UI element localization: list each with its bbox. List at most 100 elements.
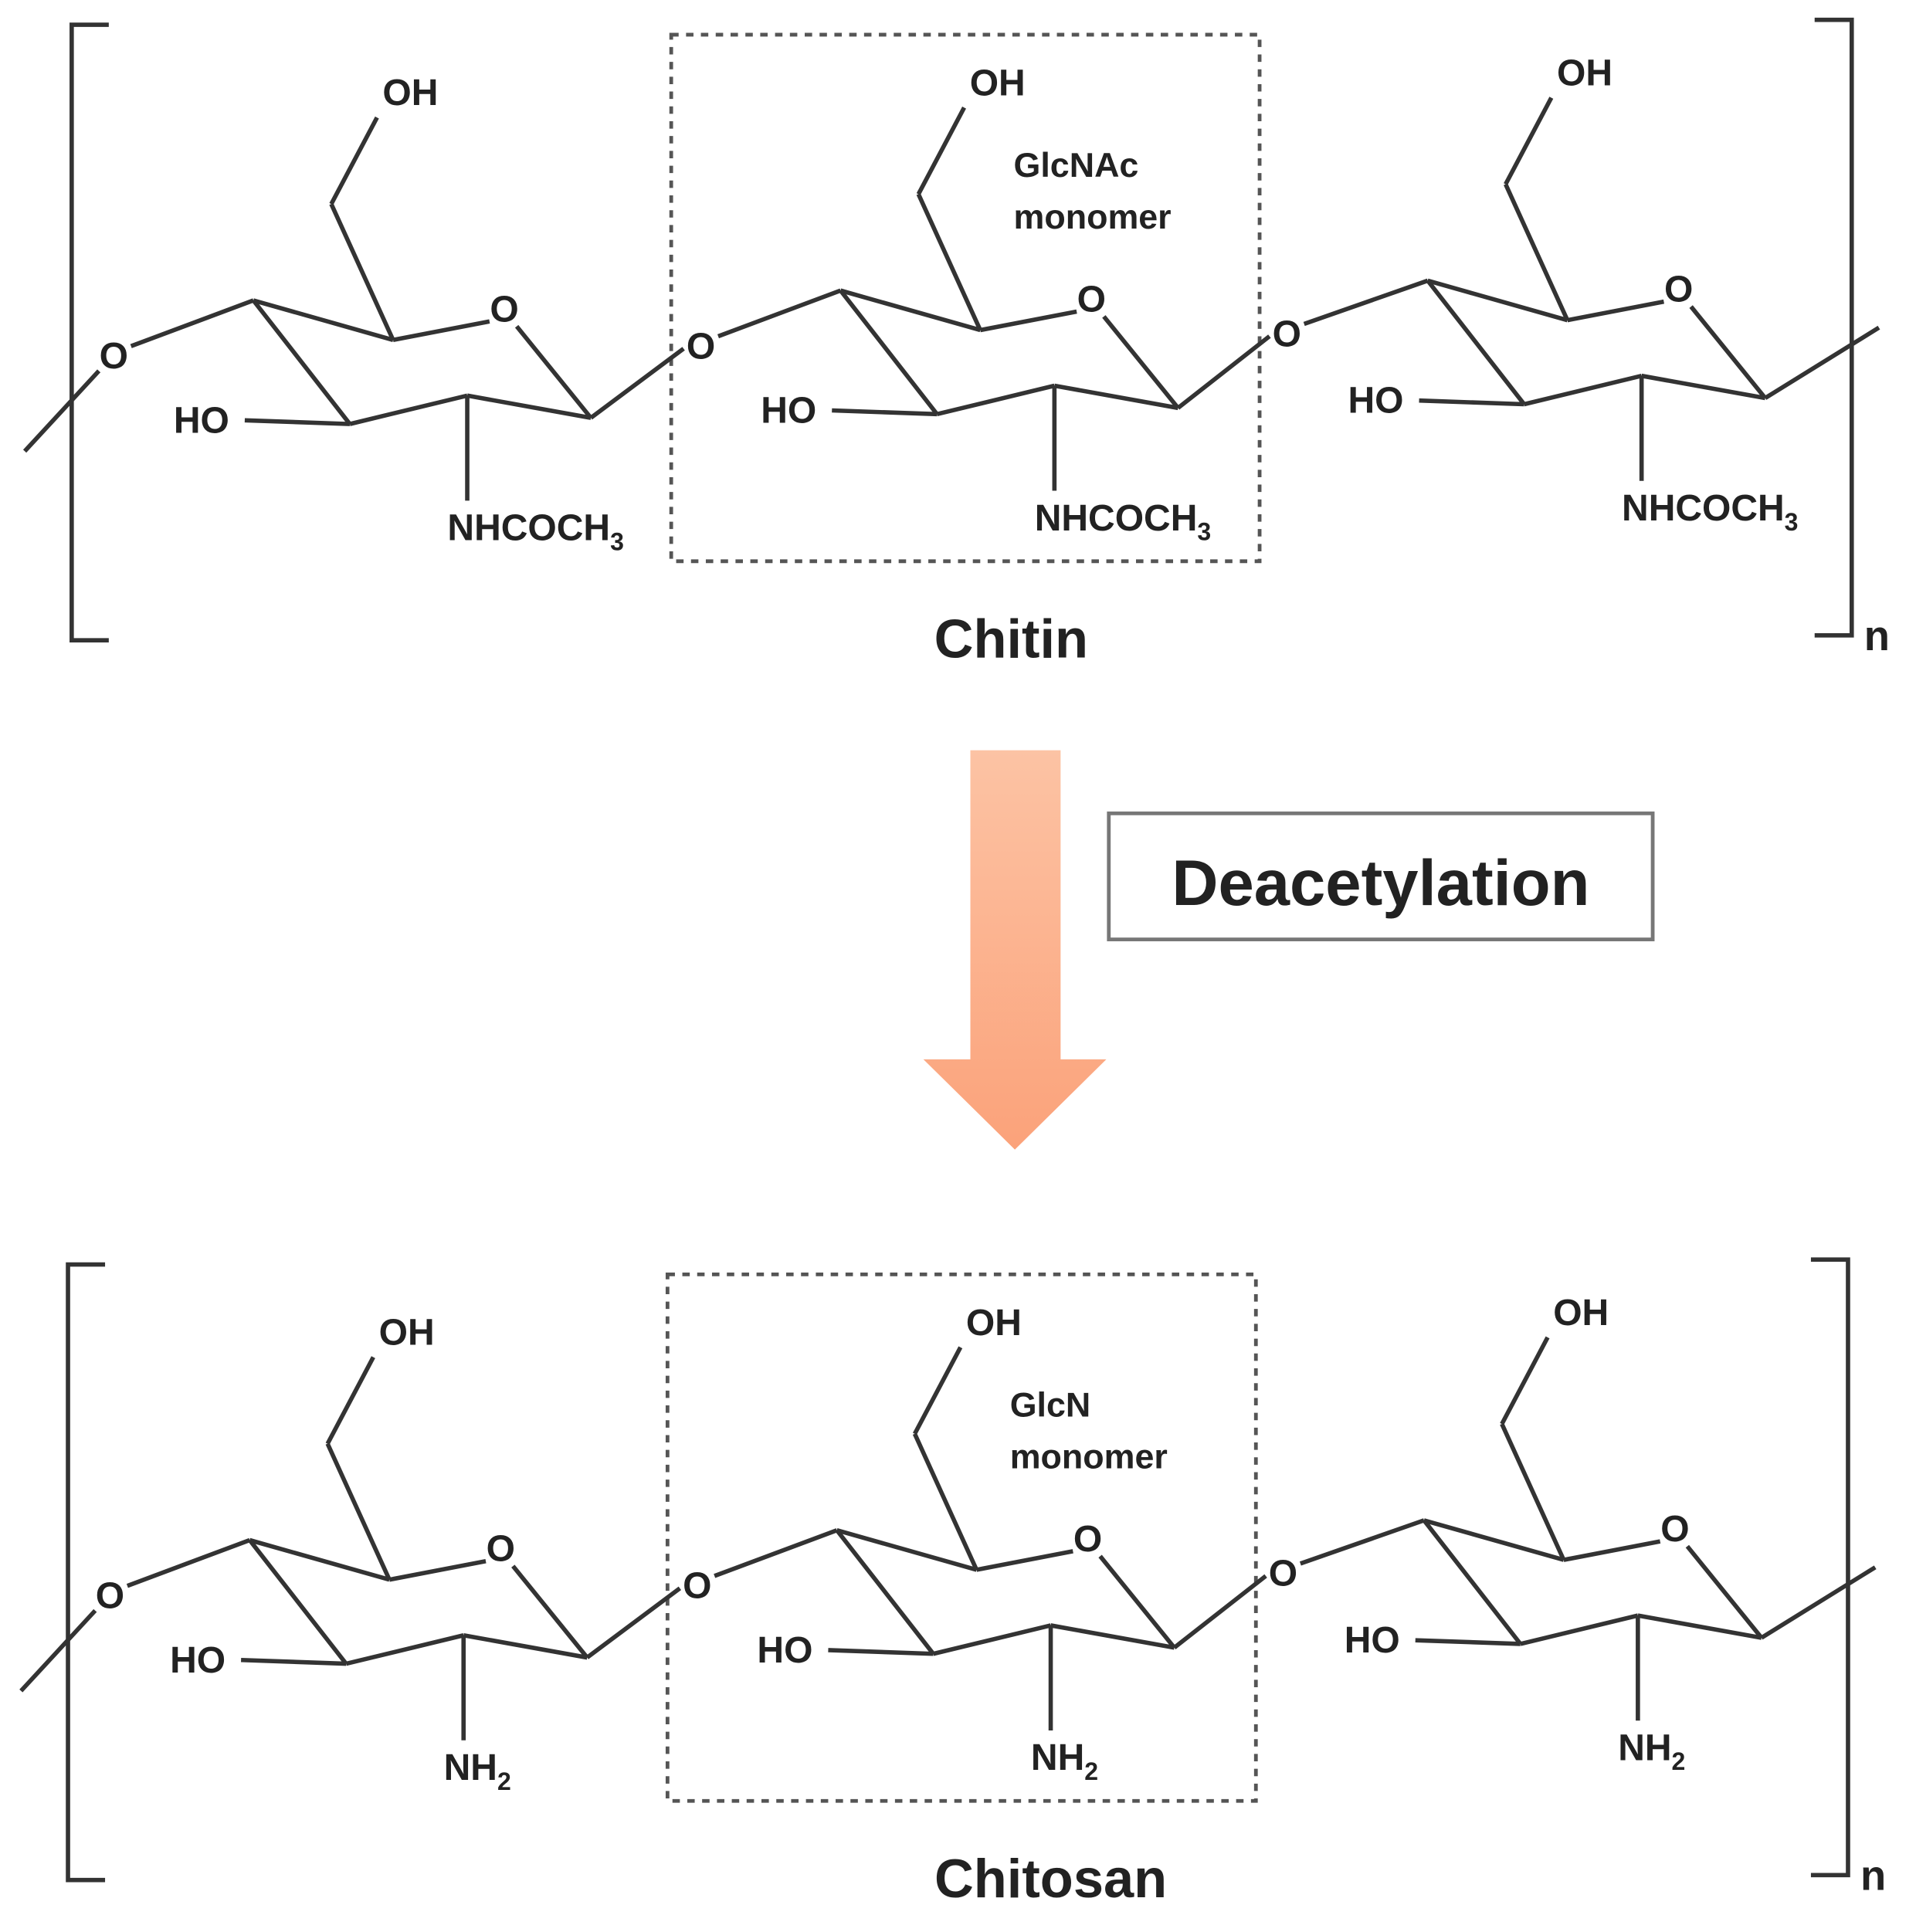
substituent-text: NH (1031, 1737, 1084, 1778)
hydroxyl-ho: HO (761, 391, 816, 432)
bond (714, 1528, 838, 1578)
bond (835, 1528, 935, 1656)
bond (1523, 373, 1643, 407)
substituent-text: NH (1618, 1727, 1671, 1768)
glycosidic-oxygen: O (687, 326, 715, 367)
bond (1500, 1422, 1566, 1561)
bond (1500, 1336, 1550, 1425)
bond (241, 1657, 347, 1666)
hydroxyl-ho: HO (1345, 1620, 1400, 1661)
bond (585, 1586, 682, 1659)
bond (916, 193, 982, 331)
chitosan-title: Chitosan (934, 1848, 1167, 1909)
bond (251, 299, 352, 425)
bond (244, 418, 351, 426)
ring-oxygen: O (1077, 279, 1106, 320)
bond (1520, 1613, 1639, 1646)
monomer-box (669, 32, 1262, 564)
bond (1422, 1519, 1523, 1646)
bond (325, 1442, 392, 1581)
bond (836, 1527, 978, 1572)
bond (1504, 97, 1554, 185)
substituent-subscript: 3 (1785, 508, 1799, 536)
ring-oxygen: O (487, 1529, 515, 1570)
bond (1423, 1518, 1565, 1562)
chitin-title: Chitin (934, 608, 1088, 669)
bond (1689, 305, 1767, 400)
bond (392, 319, 490, 343)
ring-oxygen: O (1664, 269, 1693, 310)
substituent-subscript: 2 (1672, 1747, 1686, 1775)
right-bracket (1814, 17, 1854, 638)
monomer-label: GlcNAc (1014, 146, 1139, 185)
hydroxyl-oh: OH (1553, 1293, 1609, 1334)
bond (1176, 334, 1271, 410)
monomer-label: GlcN (1010, 1385, 1091, 1424)
substituent-subscript: 3 (1197, 518, 1211, 546)
hydroxyl-oh: OH (1557, 53, 1612, 94)
bond (514, 324, 593, 419)
bond (839, 289, 939, 416)
repeat-n: n (1860, 1852, 1886, 1899)
substituent-label: NH2 (1618, 1727, 1685, 1775)
bond (1641, 373, 1766, 401)
bond (1764, 325, 1880, 400)
bond (1426, 278, 1568, 323)
hydroxyl-oh: OH (970, 63, 1026, 103)
bond (1426, 279, 1526, 406)
bond (1504, 183, 1570, 321)
hydroxyl-ho: HO (170, 1640, 226, 1681)
glycosidic-oxygen: O (683, 1566, 711, 1607)
bond (1102, 315, 1180, 410)
glycosidic-oxygen: O (1273, 314, 1301, 354)
bond (463, 1632, 588, 1660)
substituent-text: NHCOCH (1622, 488, 1785, 529)
ring-oxygen: O (490, 289, 518, 330)
bond (249, 1537, 390, 1582)
bond (22, 369, 101, 453)
bond (388, 1558, 487, 1582)
bond (589, 347, 685, 420)
bond (1419, 398, 1524, 407)
bond (979, 309, 1077, 333)
bond (511, 1564, 589, 1659)
bond (253, 298, 394, 342)
bond (1172, 1574, 1267, 1649)
bond (329, 203, 395, 341)
hydroxyl-ho: HO (1348, 381, 1404, 422)
bond (839, 288, 982, 333)
reaction-arrow (923, 750, 1107, 1150)
monomer-box (665, 1272, 1258, 1803)
substituent-text: NHCOCH (447, 508, 610, 549)
bond (1303, 278, 1429, 327)
substituent-subscript: 2 (1084, 1757, 1098, 1785)
glycosidic-oxygen: O (100, 336, 128, 377)
hydroxyl-oh: OH (382, 73, 438, 114)
substituent-label: NHCOCH3 (1622, 488, 1798, 536)
substituent-label: NH2 (1031, 1737, 1098, 1785)
bond (19, 1608, 97, 1693)
repeat-n: n (1864, 612, 1890, 659)
bond (975, 1549, 1073, 1572)
bond (717, 288, 842, 339)
bond (130, 298, 255, 348)
substituent-label: NH2 (444, 1747, 511, 1795)
bond (466, 393, 592, 420)
bond (1098, 1554, 1176, 1649)
bond (1563, 1539, 1661, 1562)
substituent-subscript: 2 (497, 1768, 511, 1795)
bond (912, 1432, 979, 1571)
bond (1637, 1613, 1762, 1640)
bond (932, 1623, 1052, 1656)
substituent-subscript: 3 (610, 527, 624, 555)
deacetylation-box (1107, 811, 1655, 941)
left-bracket (70, 22, 109, 643)
hydroxyl-ho: HO (174, 400, 229, 441)
bond (325, 1356, 375, 1445)
bond (1567, 299, 1664, 323)
hydroxyl-oh: OH (966, 1303, 1022, 1344)
substituent-label: NHCOCH3 (447, 508, 623, 556)
monomer-label: monomer (1014, 198, 1172, 236)
